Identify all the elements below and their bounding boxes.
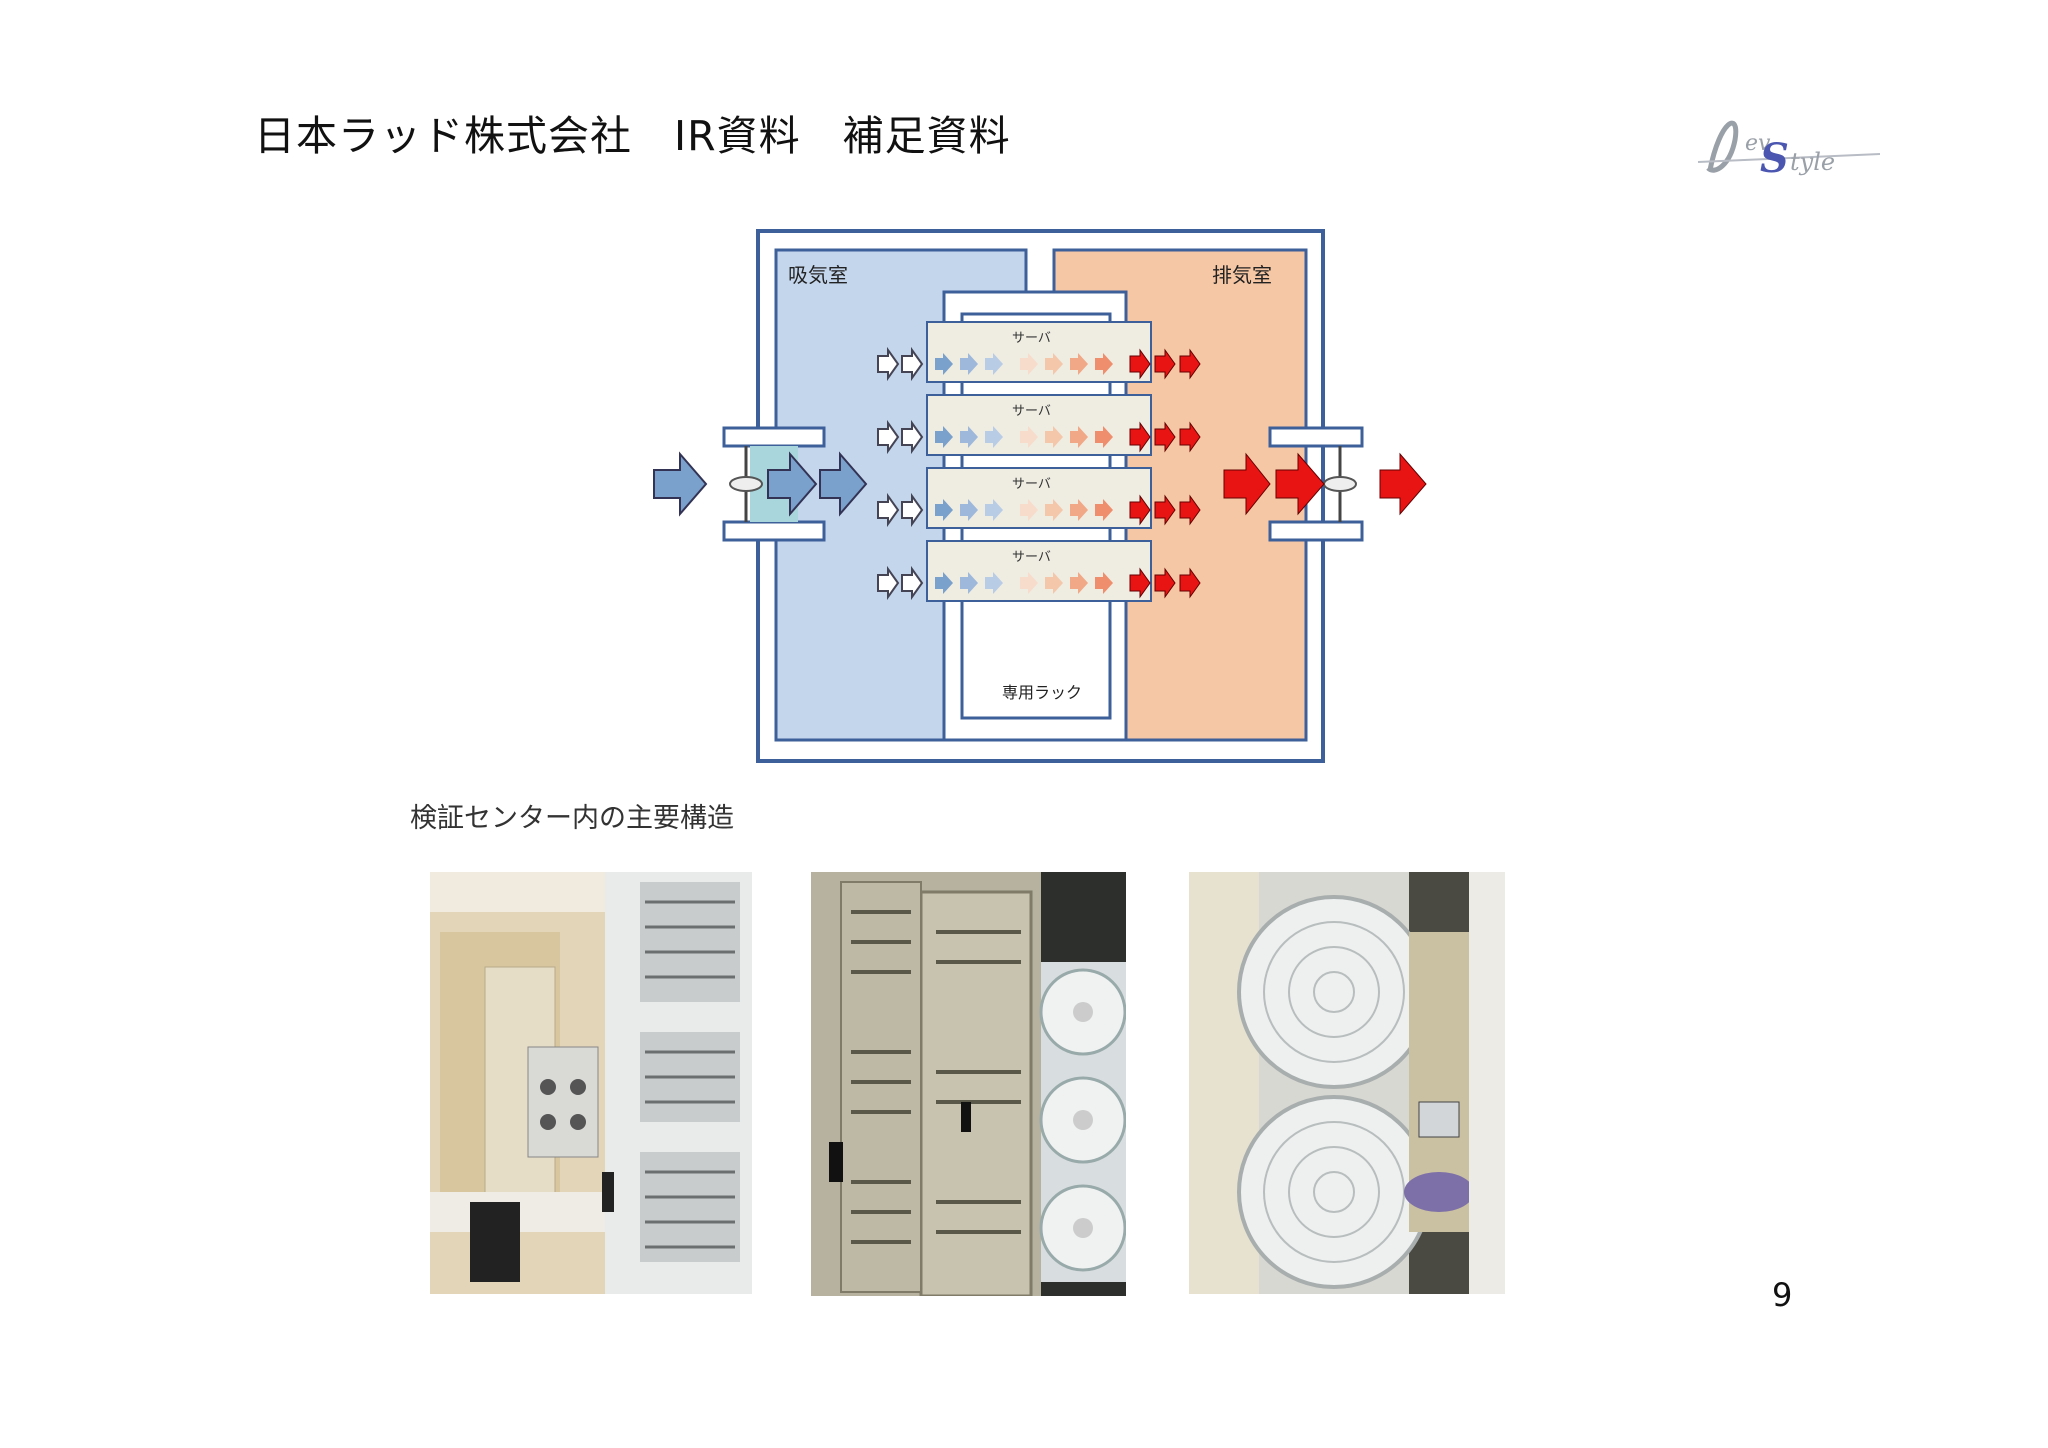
photo-exhaust-fans — [1189, 872, 1505, 1294]
intake-arrow-1 — [653, 451, 708, 517]
server-unit-2: サーバ — [926, 394, 1152, 456]
exhaust-arrow-3 — [1379, 452, 1427, 516]
page-number: 9 — [1772, 1276, 1793, 1314]
exhaust-room-label: 排気室 — [1212, 263, 1272, 287]
svg-text:ev: ev — [1745, 131, 1771, 156]
intake-fan-assembly — [653, 426, 868, 542]
diagram-caption: 検証センター内の主要構造 — [410, 803, 734, 834]
svg-text:tyle: tyle — [1790, 148, 1835, 176]
slide-title: 日本ラッド株式会社 IR資料 補足資料 — [254, 112, 1011, 160]
company-logo: ev S tyle — [1690, 100, 1890, 190]
server-unit-1: サーバ — [926, 321, 1152, 383]
exhaust-fans-photo-icon — [1189, 872, 1505, 1294]
server-label: サーバ — [1012, 477, 1051, 492]
rack-label: 専用ラック — [1002, 683, 1082, 702]
server-row-arrows-4 — [877, 565, 1201, 601]
airflow-diagram-svg: 吸気室 排気室 専用ラック サーバ サーバ サーバ サーバ — [653, 229, 1427, 763]
intake-room-label: 吸気室 — [788, 263, 848, 287]
svg-text:S: S — [1760, 135, 1789, 182]
rack-room-photo-icon — [430, 872, 752, 1294]
logo-graphic: ev S tyle — [1697, 120, 1881, 182]
rack-fans-photo-icon — [811, 872, 1126, 1296]
intake-arrow-2 — [767, 451, 818, 517]
server-row-arrows-2 — [877, 419, 1201, 455]
server-unit-3: サーバ — [926, 467, 1152, 529]
photo-rack-with-fans — [811, 872, 1126, 1296]
photo-rack-room-interior — [430, 872, 752, 1294]
airflow-diagram: 吸気室 排気室 専用ラック サーバ サーバ サーバ サーバ — [650, 220, 1450, 770]
server-unit-4: サーバ — [926, 540, 1152, 602]
exhaust-arrow-2 — [1275, 452, 1325, 516]
exhaust-fan-assembly — [1223, 426, 1427, 542]
server-label: サーバ — [1012, 331, 1051, 346]
intake-arrow-3 — [819, 451, 868, 517]
server-row-arrows-1 — [877, 346, 1201, 382]
exhaust-arrow-1 — [1223, 452, 1271, 516]
server-row-arrows-3 — [877, 492, 1201, 528]
server-label: サーバ — [1012, 550, 1051, 565]
server-label: サーバ — [1012, 404, 1051, 419]
